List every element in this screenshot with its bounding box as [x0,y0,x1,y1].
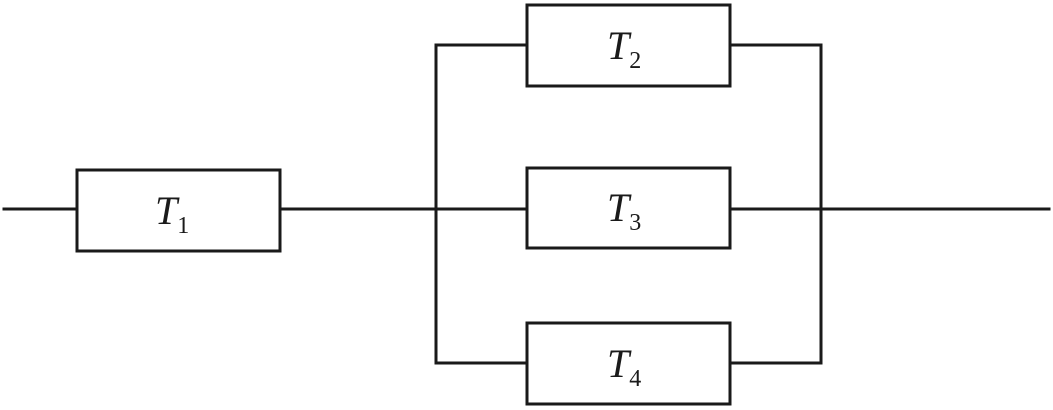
component-t1-subscript: 1 [177,213,189,239]
component-t2: T2 [525,3,732,88]
component-t4-box [525,321,732,406]
component-t3-symbol: T [607,185,632,230]
component-t3: T3 [525,166,732,250]
component-t2-box [525,3,732,88]
wiring [2,43,1051,365]
component-t3-box [525,166,732,250]
component-t1: T1 [75,168,282,253]
component-t2-subscript: 2 [629,48,641,74]
component-t3-label: T3 [607,185,641,236]
component-t1-box [75,168,282,253]
component-t4-label: T4 [607,341,641,392]
component-t3-subscript: 3 [629,210,641,236]
component-t4: T4 [525,321,732,406]
component-t4-symbol: T [607,341,632,386]
component-t1-symbol: T [155,188,180,233]
component-t2-symbol: T [607,23,632,68]
component-t1-label: T1 [155,188,189,239]
component-t4-subscript: 4 [629,366,641,392]
component-t2-label: T2 [607,23,641,74]
